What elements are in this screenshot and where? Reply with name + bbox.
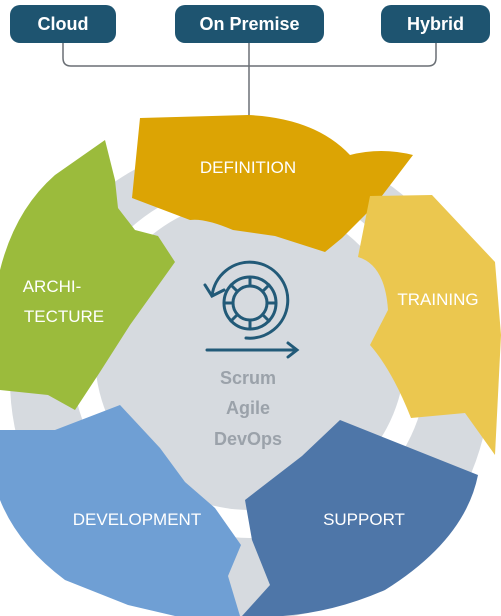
training-label: TRAINING bbox=[397, 290, 478, 309]
architecture-segment[interactable] bbox=[0, 140, 175, 410]
architecture-label-line2: TECTURE bbox=[24, 307, 104, 326]
support-label: SUPPORT bbox=[323, 510, 405, 529]
definition-segment[interactable] bbox=[132, 115, 413, 252]
development-segment[interactable] bbox=[0, 405, 241, 616]
hybrid-button[interactable]: Hybrid bbox=[381, 5, 490, 43]
architecture-label-line1: ARCHI- bbox=[23, 277, 82, 296]
cloud-button[interactable]: Cloud bbox=[10, 5, 116, 43]
training-segment[interactable] bbox=[358, 195, 501, 455]
cycle-refresh-icon bbox=[203, 260, 300, 359]
support-segment[interactable] bbox=[242, 420, 478, 616]
definition-label: DEFINITION bbox=[200, 158, 296, 177]
on-premise-button[interactable]: On Premise bbox=[175, 5, 324, 43]
method-devops: DevOps bbox=[214, 429, 282, 449]
method-agile: Agile bbox=[226, 398, 270, 418]
development-label: DEVELOPMENT bbox=[73, 510, 201, 529]
method-scrum: Scrum bbox=[220, 368, 276, 388]
